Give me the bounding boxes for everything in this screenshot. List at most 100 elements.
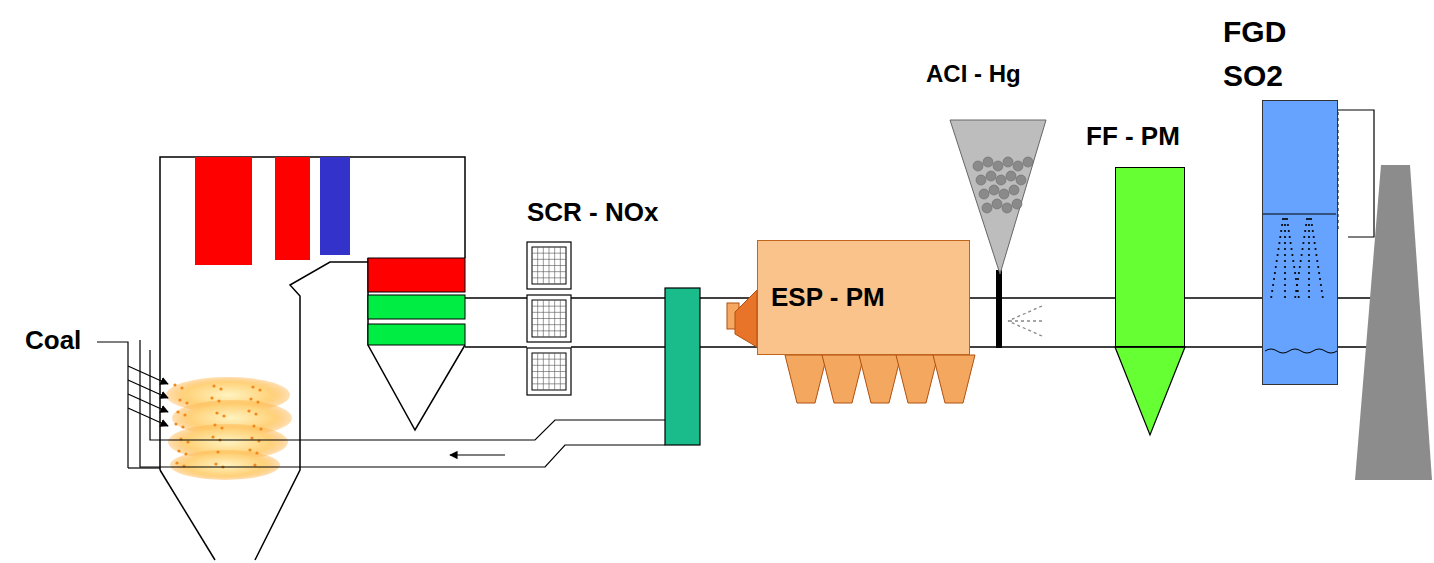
heat-bank	[368, 295, 465, 319]
flue-duct	[1185, 298, 1262, 347]
duct-line	[465, 346, 527, 348]
spark	[219, 387, 222, 390]
duct-line	[1185, 346, 1262, 348]
duct-line	[970, 297, 1115, 299]
carbon-pellet	[1016, 175, 1026, 185]
spray-drop	[1284, 278, 1286, 280]
spray-drop	[1322, 296, 1324, 298]
spark	[210, 396, 213, 399]
shape-drawing	[950, 120, 1046, 276]
equipment-shape: ACI - Hg	[950, 120, 1046, 276]
spark	[177, 449, 180, 452]
spray-drop	[1298, 272, 1300, 274]
coal-leader	[97, 342, 128, 468]
spray-drop	[1303, 236, 1305, 238]
spray-drop	[1275, 266, 1277, 268]
coal-arrow	[128, 380, 168, 398]
flame	[170, 450, 280, 480]
spray-header	[1263, 214, 1336, 215]
carbon-pellet	[1023, 157, 1033, 167]
spray-drop	[1273, 278, 1275, 280]
equipment-label: FF - PM	[1086, 122, 1180, 152]
carbon-pellet	[1013, 161, 1023, 171]
spark	[252, 424, 255, 427]
spark	[259, 427, 262, 430]
equipment-shape: FF - PM	[1115, 167, 1185, 347]
spark	[250, 436, 253, 439]
esp-hopper	[785, 355, 827, 403]
spark	[212, 384, 215, 387]
spray-drop	[1284, 242, 1286, 244]
spray-drop	[1317, 266, 1319, 268]
carbon-pellet	[1012, 199, 1022, 209]
spark	[256, 400, 259, 403]
spray-drop	[1308, 224, 1310, 226]
carbon-pellet	[973, 161, 983, 171]
carbon-pellet	[1002, 203, 1012, 213]
feed-label: Coal	[25, 325, 81, 356]
spray-drop	[1284, 224, 1286, 226]
spray-drop	[1272, 284, 1274, 286]
spray-drop	[1284, 230, 1286, 232]
shape-drawing	[1263, 101, 1339, 386]
spark	[176, 410, 179, 413]
spark	[173, 383, 176, 386]
spray-drop	[1278, 242, 1280, 244]
esp-inlet-cone	[735, 290, 757, 347]
precipitator-box: ESP - PM	[757, 240, 970, 355]
economizer	[368, 258, 465, 292]
furnace-hopper	[160, 470, 215, 560]
flue-duct	[571, 298, 757, 347]
coal-arrow	[128, 408, 168, 426]
spray-drop	[1306, 218, 1308, 220]
spray-drop	[1308, 260, 1310, 262]
equipment-shape: FGD SO2	[1262, 100, 1338, 385]
spray-drop	[1270, 296, 1272, 298]
catalyst-block	[532, 247, 566, 284]
spark	[217, 399, 220, 402]
coal-arrow	[128, 366, 168, 384]
spray-drop	[1288, 230, 1290, 232]
spark	[183, 413, 186, 416]
catalyst-frame	[527, 348, 571, 395]
injection-arrow	[1008, 306, 1042, 336]
spray-drop	[1294, 296, 1296, 298]
carbon-pellet	[1003, 157, 1013, 167]
spray-drop	[1290, 242, 1292, 244]
carbon-pellet	[999, 189, 1009, 199]
spark	[180, 386, 183, 389]
fireball	[166, 377, 292, 480]
equipment-label: SCR - NOx	[527, 198, 658, 228]
catalyst-grid	[560, 353, 561, 390]
spray-drop	[1277, 248, 1279, 250]
carbon-pellet	[992, 199, 1002, 209]
spray-drop	[1289, 236, 1291, 238]
duct-line	[970, 346, 1115, 348]
spray-drop	[1310, 218, 1312, 220]
spray-drop	[1318, 272, 1320, 274]
coal-arrow	[128, 394, 168, 412]
spark	[247, 409, 250, 412]
spray-drop	[1284, 266, 1286, 268]
superheater	[195, 157, 252, 265]
spray-drop	[1274, 272, 1276, 274]
recirculation-duct	[140, 340, 665, 467]
duct-line	[465, 297, 527, 299]
catalyst-grid	[532, 383, 566, 384]
carbon-hopper	[950, 120, 1046, 274]
carbon-pellet	[982, 203, 992, 213]
spray-drop	[1314, 242, 1316, 244]
esp-hopper	[896, 355, 938, 403]
spray-drop	[1291, 254, 1293, 256]
spray-drop	[1287, 224, 1289, 226]
spray-drop	[1298, 296, 1300, 298]
spray-drop	[1296, 284, 1298, 286]
spray-drop	[1300, 260, 1302, 262]
spark	[174, 422, 177, 425]
baghouse-hopper	[1115, 347, 1185, 435]
superheater	[275, 157, 310, 260]
esp-hopper	[933, 355, 975, 403]
catalyst-grid	[532, 330, 566, 331]
spray-drop	[1284, 260, 1286, 262]
